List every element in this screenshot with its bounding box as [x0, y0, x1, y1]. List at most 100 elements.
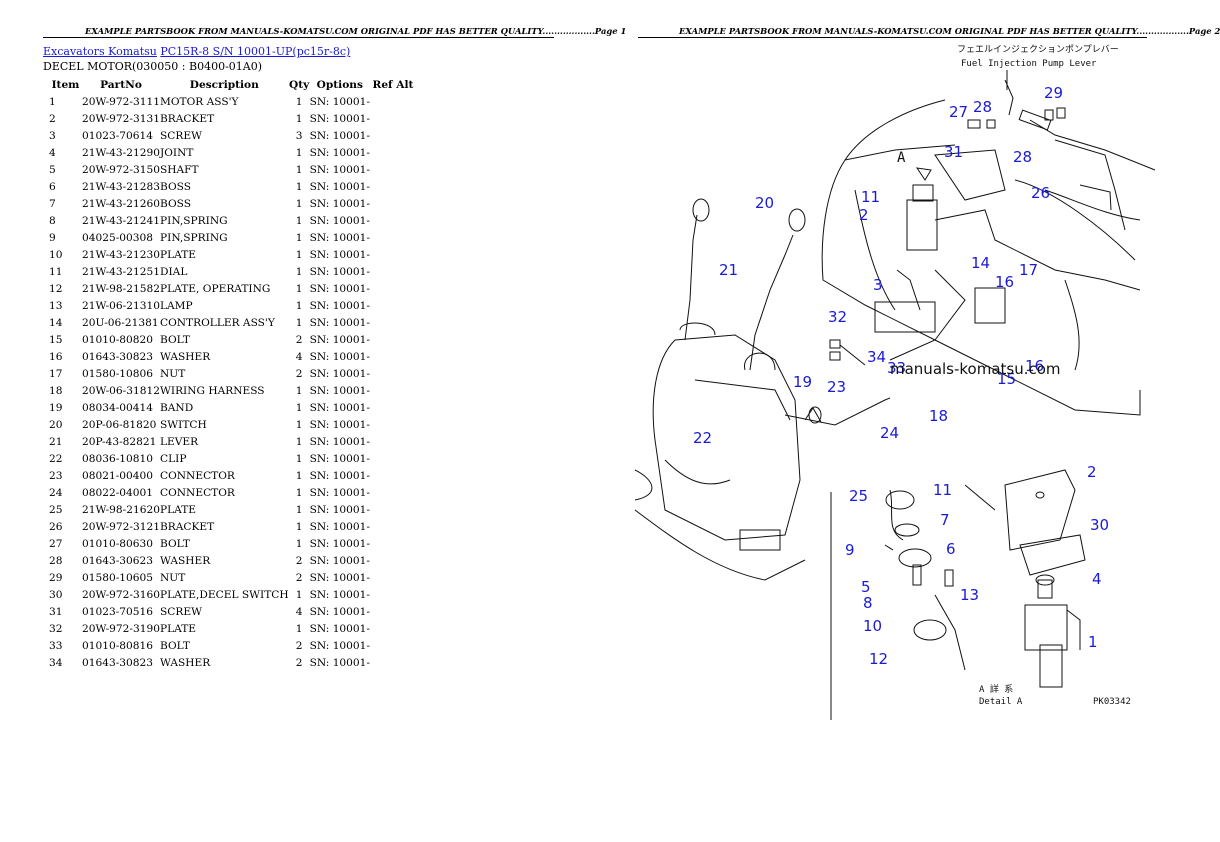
callout-20: 20 — [755, 194, 774, 212]
callout-22: 22 — [693, 429, 712, 447]
cell-ref-alt — [370, 467, 416, 484]
cell-options: SN: 10001- — [309, 282, 370, 295]
cell-options: SN: 10001- — [309, 367, 370, 380]
cell-ref-alt — [370, 195, 416, 212]
column-header-options: Options — [316, 78, 363, 91]
callout-21: 21 — [719, 261, 738, 279]
cell-quantity: 1 — [295, 622, 303, 635]
cell-options: SN: 10001- — [309, 435, 370, 448]
cell-options: SN: 10001- — [309, 180, 370, 193]
callout-11b: 11 — [933, 481, 952, 499]
cell-description: PIN,SPRING — [160, 214, 228, 227]
callout-8: 8 — [863, 594, 873, 612]
cell-quantity: 1 — [295, 401, 303, 414]
cell-quantity: 2 — [295, 367, 303, 380]
cell-part-number: 21W-43-21251 — [82, 265, 160, 278]
cell-options: SN: 10001- — [309, 231, 370, 244]
pump-lever-label-en: Fuel Injection Pump Lever — [961, 59, 1097, 69]
cell-item-number: 22 — [49, 452, 63, 465]
cell-description: SCREW — [160, 605, 202, 618]
breadcrumb-link-model[interactable]: PC15R-8 S/N 10001-UP(pc15r-8c) — [160, 45, 351, 58]
callout-28: 28 — [973, 98, 992, 116]
cell-options: SN: 10001- — [309, 520, 370, 533]
joystick-console — [634, 198, 891, 581]
cell-quantity: 1 — [295, 537, 303, 550]
cell-item-number: 7 — [49, 197, 56, 210]
cell-part-number: 20W-972-3150 — [82, 163, 160, 176]
cell-part-number: 08021-00400 — [82, 469, 153, 482]
cell-description: NUT — [160, 367, 186, 380]
cell-description: BRACKET — [160, 112, 215, 125]
cell-quantity: 4 — [295, 350, 303, 363]
cell-quantity: 2 — [295, 639, 303, 652]
callout-25: 25 — [849, 487, 868, 505]
table-header-row: Item PartNo Description Qty Options Ref … — [43, 76, 416, 93]
page-2: EXAMPLE PARTSBOOK FROM MANUALS-KOMATSU.C… — [595, 0, 1220, 842]
callout-15: 15 — [997, 370, 1016, 388]
cell-quantity: 1 — [295, 469, 303, 482]
cell-item-number: 25 — [49, 503, 63, 516]
cell-description: PLATE — [160, 503, 197, 516]
cell-ref-alt — [370, 518, 416, 535]
cell-description: BOLT — [160, 537, 190, 550]
column-header-qty: Qty — [288, 78, 310, 91]
cell-options: SN: 10001- — [309, 112, 370, 125]
cell-description: CONNECTOR — [160, 486, 235, 499]
machine-body — [821, 99, 1156, 416]
cell-quantity: 1 — [295, 197, 303, 210]
header-divider — [43, 37, 554, 38]
cell-item-number: 14 — [49, 316, 63, 329]
cell-quantity: 1 — [295, 452, 303, 465]
cell-options: SN: 10001- — [309, 571, 370, 584]
cell-options: SN: 10001- — [309, 656, 370, 669]
cell-ref-alt — [370, 178, 416, 195]
cell-quantity: 1 — [295, 435, 303, 448]
cell-options: SN: 10001- — [309, 486, 370, 499]
cell-ref-alt — [370, 382, 416, 399]
cell-quantity: 1 — [295, 384, 303, 397]
cell-ref-alt — [370, 433, 416, 450]
cell-options: SN: 10001- — [309, 95, 370, 108]
cell-item-number: 3 — [49, 129, 56, 142]
callout-17: 17 — [1019, 261, 1038, 279]
cell-item-number: 32 — [49, 622, 63, 635]
cell-description: SCREW — [160, 129, 202, 142]
cell-item-number: 5 — [49, 163, 56, 176]
cell-part-number: 20P-43-82821 — [82, 435, 157, 448]
breadcrumb-link-excavators[interactable]: Excavators Komatsu — [43, 45, 157, 58]
cell-quantity: 1 — [295, 282, 303, 295]
cell-description: BAND — [160, 401, 194, 414]
cell-options: SN: 10001- — [309, 622, 370, 635]
cell-item-number: 23 — [49, 469, 63, 482]
cell-quantity: 1 — [295, 163, 303, 176]
cell-options: SN: 10001- — [309, 639, 370, 652]
cell-description: DIAL — [160, 265, 188, 278]
cell-quantity: 4 — [295, 605, 303, 618]
cell-description: WASHER — [160, 656, 211, 669]
cell-part-number: 20W-972-3111 — [82, 95, 160, 108]
cell-description: BOLT — [160, 639, 190, 652]
cell-ref-alt — [370, 331, 416, 348]
cell-quantity: 1 — [295, 316, 303, 329]
cell-description: BOSS — [160, 180, 191, 193]
cell-item-number: 17 — [49, 367, 63, 380]
column-header-partno: PartNo — [100, 78, 142, 91]
cell-options: SN: 10001- — [309, 401, 370, 414]
cell-item-number: 2 — [49, 112, 56, 125]
cell-quantity: 3 — [295, 129, 303, 142]
cell-options: SN: 10001- — [309, 214, 370, 227]
callout-7: 7 — [940, 511, 950, 529]
cell-part-number: 01023-70516 — [82, 605, 153, 618]
callout-26: 26 — [1031, 184, 1050, 202]
cell-quantity: 1 — [295, 248, 303, 261]
